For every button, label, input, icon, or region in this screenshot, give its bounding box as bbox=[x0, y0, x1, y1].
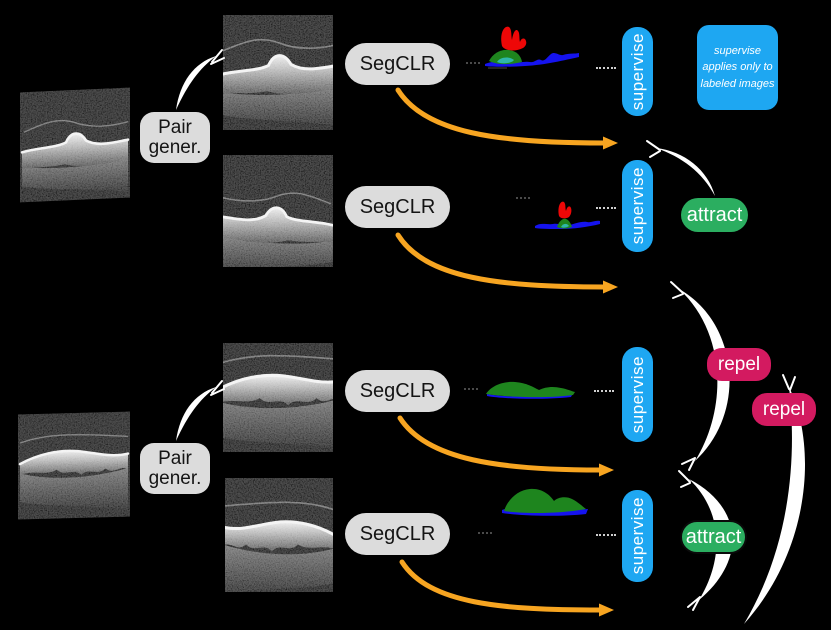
attract-link-arrow-1 bbox=[646, 140, 715, 196]
tissue-green-region bbox=[486, 381, 575, 398]
seg-mask-3 bbox=[486, 381, 575, 399]
dotted-connector-right-2 bbox=[596, 207, 616, 209]
dotted-connector-right-1 bbox=[596, 67, 616, 69]
oct-source-image-2 bbox=[18, 411, 130, 520]
pair-split-arrow-1 bbox=[176, 49, 225, 110]
oct-augmented-image-1 bbox=[223, 15, 333, 130]
note-box: supervise applies only to labeled images bbox=[697, 25, 778, 110]
tissue-teal-region bbox=[497, 57, 514, 64]
attract-label: attract bbox=[686, 203, 743, 226]
supervise-label: supervise bbox=[627, 32, 647, 111]
tissue-green-region bbox=[489, 49, 522, 65]
supervise-label: supervise bbox=[627, 355, 647, 434]
attract-label: attract bbox=[685, 525, 742, 548]
note-text: supervise applies only to labeled images bbox=[700, 44, 775, 90]
repel-box-1: repel bbox=[707, 348, 771, 381]
supervise-box-1: supervise bbox=[622, 27, 653, 116]
attract-box-1: attract bbox=[681, 198, 748, 232]
orange-embedding-arrow-4 bbox=[399, 559, 614, 617]
tissue-teal-region bbox=[561, 223, 569, 228]
attract-link-arrow-2 bbox=[678, 470, 733, 611]
tissue-green-region bbox=[504, 488, 586, 514]
oct-source-image-1 bbox=[20, 87, 130, 203]
repel-box-2: repel bbox=[752, 393, 816, 426]
seg-mask-2 bbox=[535, 201, 600, 229]
pair-generator-box-1: Pair gener. bbox=[140, 112, 210, 163]
pair-generator-label: Pair gener. bbox=[148, 116, 202, 158]
repel-label: repel bbox=[717, 353, 761, 375]
segclr-box-3: SegCLR bbox=[345, 370, 450, 412]
supervise-label: supervise bbox=[627, 497, 647, 575]
fluid-blue-region bbox=[535, 220, 600, 229]
repel-link-arrow-1 bbox=[670, 281, 730, 471]
pair-split-arrow-2 bbox=[176, 380, 225, 441]
segclr-box-1: SegCLR bbox=[345, 43, 450, 85]
supervise-box-2: supervise bbox=[622, 160, 653, 252]
oct-augmented-image-3 bbox=[223, 343, 333, 452]
dotted-connector-left-4 bbox=[478, 532, 492, 534]
orange-embedding-arrow-3 bbox=[397, 415, 614, 477]
supervise-label: supervise bbox=[627, 167, 647, 245]
dotted-connector-left-2 bbox=[516, 197, 530, 199]
attract-box-2: attract bbox=[680, 520, 747, 554]
lesion-red-region bbox=[501, 26, 527, 51]
seg-mask-4 bbox=[502, 488, 588, 516]
orange-embedding-arrow-1 bbox=[395, 87, 618, 150]
dotted-connector-left-1 bbox=[466, 62, 480, 64]
dotted-connector-left-3 bbox=[464, 388, 478, 390]
seg-mask-1 bbox=[485, 26, 579, 69]
lesion-red-region bbox=[558, 201, 572, 219]
dotted-connector-right-4 bbox=[596, 534, 616, 536]
pair-generator-box-2: Pair gener. bbox=[140, 443, 210, 494]
orange-embedding-arrow-2 bbox=[395, 232, 618, 294]
supervise-box-3: supervise bbox=[622, 347, 653, 442]
repel-label: repel bbox=[762, 398, 806, 420]
oct-augmented-image-2 bbox=[223, 155, 333, 267]
supervise-box-4: supervise bbox=[622, 490, 653, 582]
segclr-label: SegCLR bbox=[359, 379, 436, 402]
repel-link-arrow-2 bbox=[744, 374, 806, 624]
oct-augmented-image-4 bbox=[225, 478, 333, 592]
dotted-connector-right-3 bbox=[594, 390, 614, 392]
pair-generator-label: Pair gener. bbox=[148, 447, 202, 489]
segclr-label: SegCLR bbox=[359, 52, 436, 75]
segclr-label: SegCLR bbox=[359, 522, 436, 545]
segclr-box-2: SegCLR bbox=[345, 186, 450, 228]
segclr-label: SegCLR bbox=[359, 195, 436, 218]
segclr-box-4: SegCLR bbox=[345, 513, 450, 555]
